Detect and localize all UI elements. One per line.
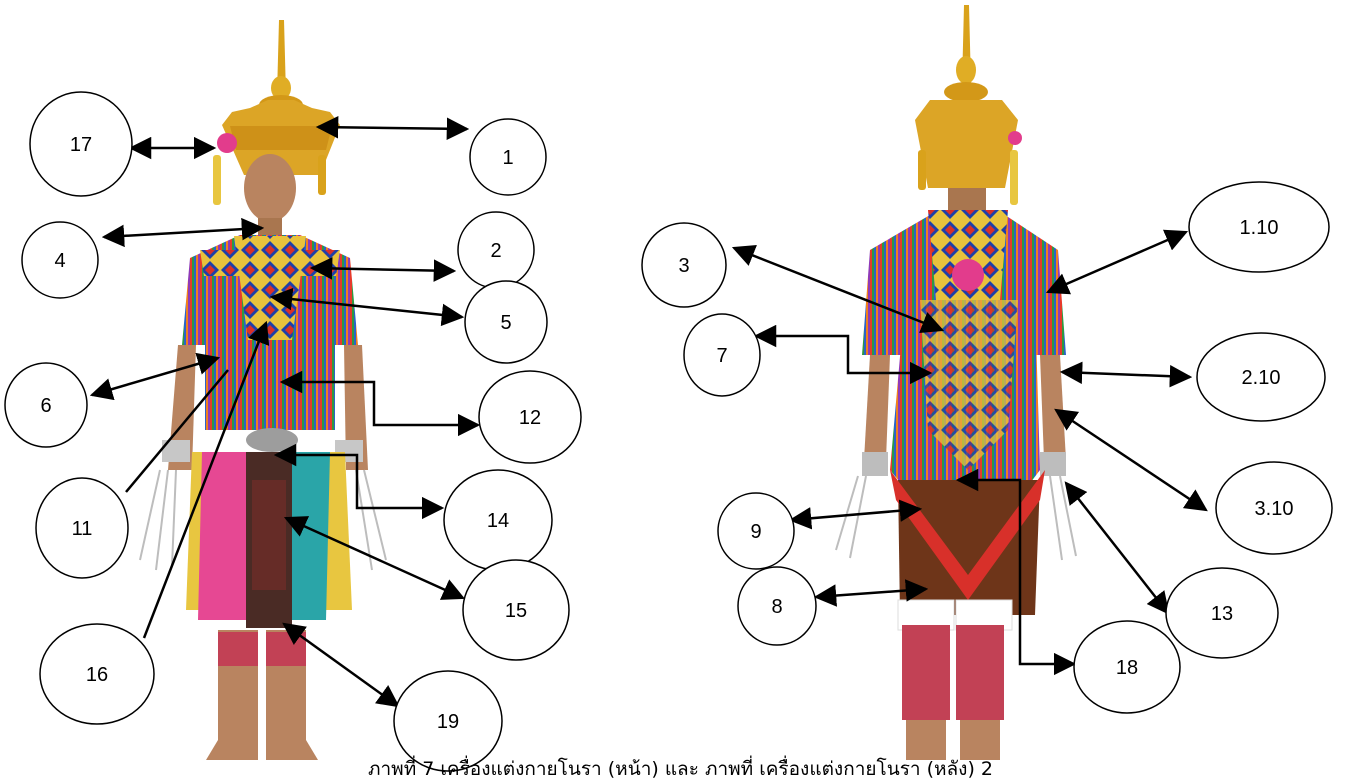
label-6: 6 <box>40 395 51 417</box>
label-15: 15 <box>505 600 527 622</box>
label-2-10: 2.10 <box>1242 367 1281 389</box>
arrow-1 <box>318 127 467 129</box>
label-19: 19 <box>437 711 459 733</box>
arrow-2-10 <box>1062 372 1190 377</box>
arrow-6 <box>92 358 218 395</box>
label-16: 16 <box>86 664 108 686</box>
label-18: 18 <box>1116 657 1138 679</box>
label-4: 4 <box>54 250 65 272</box>
label-11: 11 <box>72 518 93 540</box>
label-3: 3 <box>678 255 689 277</box>
label-14: 14 <box>487 510 509 532</box>
label-3-10: 3.10 <box>1255 498 1294 520</box>
arrow-3-10 <box>1056 410 1206 510</box>
front-figure <box>140 20 386 760</box>
arrow-13 <box>1066 483 1168 613</box>
label-1-10: 1.10 <box>1240 217 1279 239</box>
label-9: 9 <box>750 521 761 543</box>
label-2: 2 <box>490 240 501 262</box>
label-1: 1 <box>502 147 513 169</box>
arrow-4 <box>104 228 262 237</box>
label-13: 13 <box>1211 603 1233 625</box>
label-12: 12 <box>519 407 541 429</box>
label-7: 7 <box>716 345 727 367</box>
label-17: 17 <box>70 134 92 156</box>
arrow-1-10 <box>1048 232 1186 292</box>
label-5: 5 <box>500 312 511 334</box>
label-8: 8 <box>771 596 782 618</box>
back-figure <box>836 5 1076 760</box>
